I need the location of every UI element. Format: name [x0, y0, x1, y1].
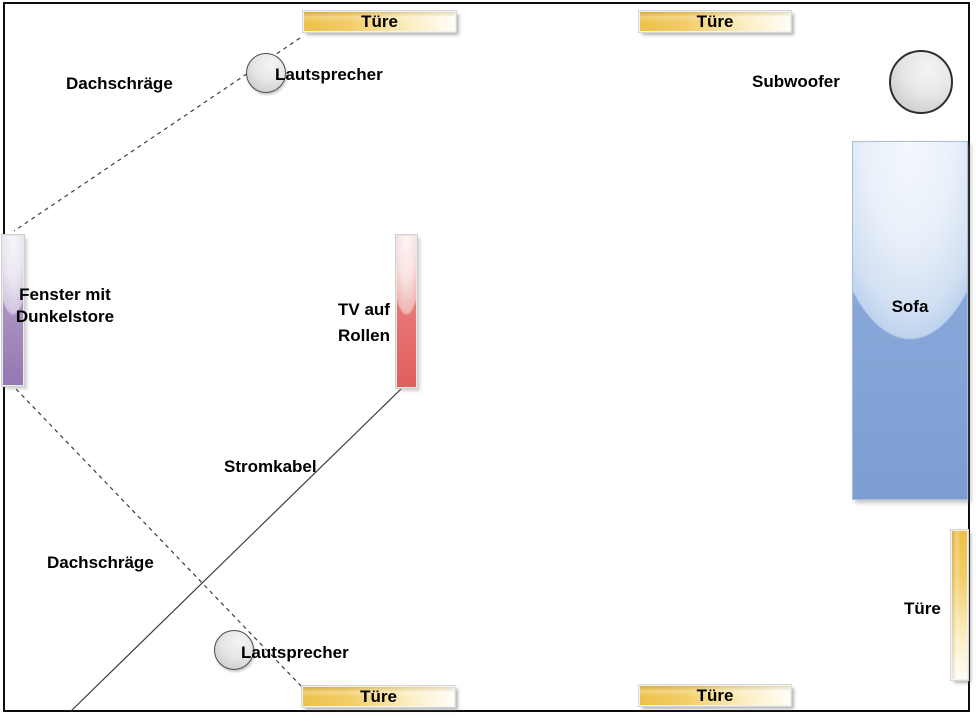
- tv-label: TV auf Rollen: [331, 297, 397, 349]
- speaker-top-label: Lautsprecher: [275, 65, 383, 84]
- window-label-line1: Fenster mit: [19, 285, 111, 304]
- door-top-right-label: Türe: [696, 12, 734, 31]
- window-shape: [2, 235, 24, 386]
- door-top-left-label: Türe: [361, 12, 398, 31]
- tv-label-line2: Rollen: [338, 326, 390, 345]
- door-bottom-middle-label: Türe: [696, 686, 734, 705]
- door-bottom-left-label: Türe: [360, 687, 397, 706]
- door-top-right: Türe: [639, 11, 791, 32]
- subwoofer-label: Subwoofer: [752, 72, 840, 91]
- door-right: [951, 530, 968, 680]
- speaker-top-shape: [246, 53, 286, 93]
- sofa-label: Sofa: [891, 297, 929, 316]
- tv-shape: [396, 235, 417, 388]
- sofa-shape: Sofa: [852, 141, 968, 500]
- speaker-bottom-label: Lautsprecher: [241, 643, 349, 662]
- window-label-line2: Dunkelstore: [15, 307, 115, 326]
- door-top-left: Türe: [303, 11, 456, 32]
- tv-label-line1: TV auf: [338, 300, 390, 319]
- speaker-bottom-shape: [214, 630, 254, 670]
- roof-slope-top-label: Dachschräge: [66, 74, 173, 93]
- subwoofer-shape: [889, 50, 953, 114]
- door-bottom-left: Türe: [302, 686, 455, 707]
- door-right-label: Türe: [904, 599, 941, 618]
- window-label: Fenster mit Dunkelstore: [3, 284, 127, 328]
- door-bottom-middle: Türe: [639, 685, 791, 706]
- power-cable-label: Stromkabel: [224, 457, 317, 476]
- room-walls: [3, 2, 970, 712]
- roof-slope-bottom-label: Dachschräge: [47, 553, 154, 572]
